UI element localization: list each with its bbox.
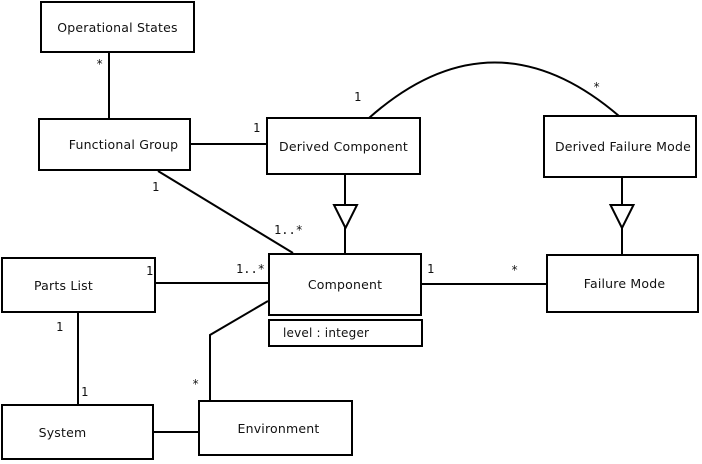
class-box-derived-failure-mode: Derived Failure Mode [543,115,697,178]
edge-functional-group--component [157,170,294,254]
generalization-triangle-icon [332,204,359,231]
class-box-component: Component [268,253,422,316]
class-attribute-level: level : integer [283,326,370,340]
class-box-environment: Environment [198,400,353,456]
edge-derived-component--derived-failure-mode-arc [368,61,620,119]
multiplicity-failure-mode-target: * [511,263,519,277]
multiplicity-arc-derived-failure-mode: * [593,80,601,94]
generalization-triangle-icon [608,204,636,231]
class-box-derived-component: Derived Component [266,117,421,175]
class-box-failure-mode: Failure Mode [546,254,699,313]
multiplicity-parts-list-source: 1 [146,264,154,278]
multiplicity-arc-derived-component: 1 [354,90,362,104]
class-box-operational-states: Operational States [40,1,195,53]
multiplicity-parts-list-component: 1..* [236,262,265,276]
edge-environment--component [209,300,269,401]
class-name-environment: Environment [237,420,320,436]
class-box-parts-list: Parts List [1,257,156,313]
multiplicity-environment-component: * [192,377,200,391]
class-box-system: System [1,404,154,460]
class-name-derived-component: Derived Component [279,138,408,154]
multiplicity-operational-states: * [96,57,104,71]
multiplicity-functional-group-source: 1 [152,180,160,194]
class-name-functional-group: Functional Group [68,137,179,152]
class-name-parts-list: Parts List [33,277,93,293]
multiplicity-component-source: 1 [427,262,435,276]
class-name-system: System [38,424,87,440]
class-name-derived-failure-mode: Derived Failure Mode [554,139,692,154]
class-name-failure-mode: Failure Mode [583,276,666,291]
class-name-component: Component [307,277,383,292]
multiplicity-parts-list-system-source: 1 [56,320,64,334]
class-name-operational-states: Operational States [57,19,178,35]
class-box-functional-group: Functional Group [38,118,191,171]
class-attribute-box-component: level : integer [268,319,423,347]
multiplicity-derived-component-assoc: 1 [253,121,261,135]
multiplicity-parts-list-system-target: 1 [81,385,89,399]
multiplicity-functional-group-component: 1..* [274,223,303,237]
